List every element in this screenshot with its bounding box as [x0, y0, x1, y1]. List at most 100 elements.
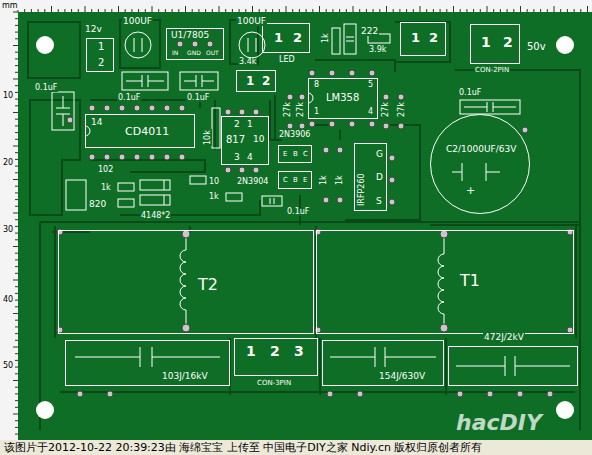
silkscreen-label: CON-2PIN [474, 67, 510, 74]
component-label: 1 [480, 35, 492, 49]
silkscreen-label: 222 [360, 27, 379, 36]
ic-outline: 14CD4011 [85, 114, 195, 148]
component-label: D [375, 173, 384, 182]
silkscreen-label: 2N3904 [236, 178, 269, 186]
component-label: 3 [233, 153, 241, 162]
component-label: E [302, 177, 308, 184]
component-label: U1/7805 [170, 31, 210, 40]
component-label: 2 [502, 35, 514, 49]
solder-pads [57, 41, 573, 397]
caption-text: 该图片于2012-10-22 20:39:23由 海绵宝宝 上传至 中国电子DI… [3, 442, 483, 453]
silkscreen [52, 24, 570, 376]
component-label: 1 [97, 42, 105, 52]
silkscreen-label: 27k [382, 101, 390, 118]
ic-outline: LM3588514 [308, 78, 378, 119]
transformer-outline: T2 [58, 230, 314, 334]
transistor-outline: CBE [278, 171, 312, 189]
silkscreen-label: 27k [297, 101, 305, 118]
component-label: T1 [459, 273, 481, 289]
silkscreen-label: 100UF [236, 17, 267, 26]
silkscreen-label: 0.1uF [34, 84, 58, 92]
ruler-number: 40 [2, 296, 14, 304]
component-label: C [302, 151, 309, 158]
component-label: 14 [90, 118, 103, 127]
component-label: 2 [233, 120, 241, 129]
copper-isolation [28, 20, 580, 430]
component-label: G [375, 150, 384, 159]
component-label: 1 [313, 108, 320, 116]
component-label: 1 [245, 75, 255, 87]
component-label: IRFP260 [358, 172, 366, 207]
silkscreen-label: 1k [322, 32, 330, 44]
component-label: 5 [367, 81, 374, 89]
component-label: 103J/16kV [161, 372, 209, 381]
watermark: hacDIY [455, 412, 543, 434]
silkscreen-label: 2N3906 [278, 131, 311, 139]
ruler-number: 10 [2, 92, 14, 100]
connector-2pin: 12 [262, 23, 310, 53]
silkscreen-label: 0.1uF [458, 89, 482, 97]
component-label: 1 [273, 31, 284, 44]
component-label: 154J/630V [378, 372, 426, 381]
component-label: 2 [292, 31, 303, 44]
component-label: 472J/2kV [483, 333, 525, 342]
component-label: OUT [205, 50, 220, 56]
component-label: 817 [225, 135, 246, 145]
component-label: 1 [246, 120, 254, 129]
connector-2pin: 12 [400, 22, 446, 56]
component-label: 4 [246, 153, 254, 162]
capacitor-outline: 472J/2kV [448, 346, 578, 386]
ruler-number: 30 [2, 226, 14, 234]
connector-2pin: 12 [470, 24, 520, 64]
silkscreen-label: 0.1uF [186, 94, 210, 102]
component-label: S [375, 197, 383, 206]
silkscreen-label: 1k [100, 184, 112, 192]
silkscreen-label: 10 [208, 178, 220, 186]
component-label: 8 [313, 81, 320, 89]
silkscreen-label: 27k [398, 101, 406, 118]
silkscreen-label: 1k [320, 174, 328, 186]
silkscreen-label: 0.1uF [117, 94, 141, 102]
component-label: C [282, 177, 289, 184]
connector-2pin: 12 [236, 70, 276, 92]
component-label: 10 [252, 135, 265, 144]
silkscreen-label: 3.9k [368, 46, 387, 54]
component-label: 2 [261, 75, 271, 87]
caption-bar [0, 440, 592, 455]
connector-3pin: 123 [234, 338, 318, 376]
component-label: 2 [269, 344, 281, 358]
silkscreen-label: 1k [336, 174, 344, 186]
mosfet-outline: IRFP260 G D S [354, 143, 387, 211]
pcb-board [18, 12, 592, 440]
ruler-number: 20 [2, 159, 14, 167]
ruler-number: mm [1, 2, 19, 10]
component-label: 1 [245, 344, 257, 358]
component-label: 3 [293, 344, 305, 358]
connector-2pin: 12 [86, 38, 114, 72]
silkscreen-label: 4148*2 [140, 212, 171, 220]
mounting-holes [36, 36, 574, 419]
capacitor-circle: C2/1000UF/63V+ [430, 114, 530, 214]
capacitor-outline: 154J/630V [322, 340, 444, 386]
component-label: CD4011 [124, 126, 170, 137]
silkscreen-label: 3.4k [238, 58, 257, 66]
component-label: E [282, 151, 288, 158]
silkscreen-label: LED [278, 56, 296, 64]
component-label: B [292, 177, 299, 184]
silkscreen-label: 1k [208, 193, 220, 201]
capacitor-outline: 103J/16kV [65, 340, 230, 386]
silkscreen-label: 50v [526, 42, 547, 52]
silkscreen-label: 10k [204, 129, 212, 146]
regulator-outline: U1/7805IN GNDOUT [166, 28, 224, 60]
silkscreen-label: 12v [84, 25, 103, 34]
component-label: 4 [367, 108, 374, 116]
component-label: C2/1000UF/63V [445, 145, 517, 154]
transistor-outline: EBC [278, 145, 312, 163]
silkscreen-label: 820 [88, 200, 107, 209]
component-label: T2 [197, 277, 219, 293]
left-ruler [0, 0, 18, 440]
optocoupler-outline: 21817 10 34 [221, 116, 269, 165]
component-label: IN [171, 50, 179, 56]
component-label: GND [186, 50, 202, 56]
